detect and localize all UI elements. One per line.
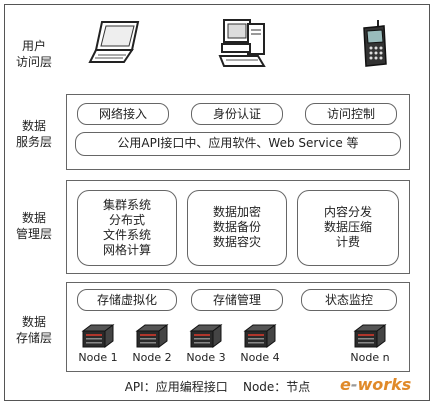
storage-node-1: Node 1 [77, 323, 119, 364]
node-label: Node 3 [186, 351, 226, 364]
storage-node-4: Node 4 [239, 323, 281, 364]
management-layer-box: 集群系统 分布式 文件系统 网格计算 数据加密 数据备份 数据容灾 内容分发 数… [66, 180, 410, 274]
identity-auth-pill: 身份认证 [191, 103, 283, 125]
security-card: 数据加密 数据备份 数据容灾 [187, 190, 287, 266]
server-icon [243, 324, 277, 348]
cluster-card: 集群系统 分布式 文件系统 网格计算 [77, 190, 177, 266]
mobile-phone-icon [356, 18, 390, 74]
eworks-watermark: e-works [340, 375, 412, 394]
legend-caption: API：应用编程接口 Node：节点 [124, 380, 311, 394]
server-icon [135, 324, 169, 348]
storage-layer-box: 存储虚拟化 存储管理 状态监控 Node 1 Node 2 [66, 282, 410, 372]
api-banner: 公用API接口中、应用软件、Web Service 等 [75, 132, 401, 156]
service-layer-box: 网络接入 身份认证 访问控制 公用API接口中、应用软件、Web Service… [66, 94, 410, 170]
laptop-icon [88, 18, 144, 70]
storage-management-pill: 存储管理 [191, 289, 283, 311]
desktop-computer-icon [218, 14, 270, 74]
management-layer-label: 数据 管理层 [15, 211, 52, 241]
node-label: Node 4 [240, 351, 280, 364]
server-icon [189, 324, 223, 348]
storage-node-2: Node 2 [131, 323, 173, 364]
service-layer-label: 数据 服务层 [15, 119, 52, 149]
server-icon [353, 324, 387, 348]
status-monitoring-pill: 状态监控 [301, 289, 397, 311]
server-icon [81, 324, 115, 348]
network-access-pill: 网络接入 [77, 103, 169, 125]
access-layer-label: 用户 访问层 [15, 39, 52, 69]
node-label: Node 1 [78, 351, 118, 364]
access-control-pill: 访问控制 [305, 103, 397, 125]
storage-node-3: Node 3 [185, 323, 227, 364]
storage-virtualization-pill: 存储虚拟化 [77, 289, 177, 311]
storage-layer-label: 数据 存储层 [15, 315, 52, 345]
node-label: Node 2 [132, 351, 172, 364]
storage-node-n: Node n [349, 323, 391, 364]
node-label: Node n [350, 351, 390, 364]
distribution-card: 内容分发 数据压缩 计费 [297, 190, 399, 266]
